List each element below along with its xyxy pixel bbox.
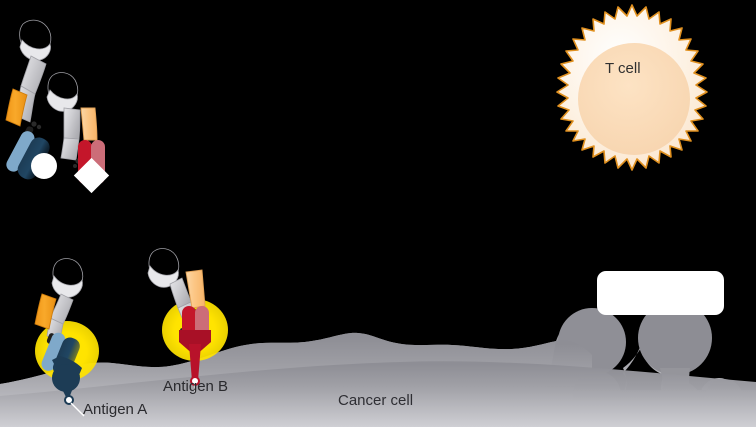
antigen-a-anchor-dot: [64, 395, 74, 405]
antibody-stem: [63, 107, 81, 140]
antigen-a-complex[interactable]: [34, 258, 99, 417]
cancer-cell-lower-wash: [0, 361, 756, 427]
antigen-b-anchor-dot: [190, 376, 200, 386]
antigen-b-receptor-base: [179, 330, 211, 356]
antibody-linker-orange: [5, 88, 28, 127]
antibody-linker-orange-light: [185, 269, 206, 309]
free-antibody-blue[interactable]: [4, 19, 57, 182]
antigen-a-receptor-light: [41, 332, 66, 371]
antibody-linker-orange-light: [80, 107, 98, 141]
antibody-hinge-dot-1: [31, 121, 37, 127]
t-cell: [556, 4, 708, 171]
antigen-a-leader-line: [70, 402, 85, 417]
antibody-hinge-dot-3: [73, 164, 77, 168]
payload-cap-circle: [31, 153, 57, 179]
cancer-cell: [0, 301, 756, 427]
antigen-b-complex[interactable]: [147, 248, 228, 392]
antibody-stem-lower: [60, 137, 80, 161]
antibody-head-cup: [46, 89, 78, 112]
antibody-linker-orange: [34, 293, 57, 330]
payload-cylinder-light: [6, 131, 35, 172]
cancer-cell-bleb-3: [638, 301, 712, 375]
t-cell-nucleus: [578, 43, 690, 155]
antibody-hinge-dot-2: [36, 124, 42, 130]
free-antibody-red[interactable]: [46, 72, 110, 194]
antigen-a-receptor-tip: [60, 385, 74, 401]
antibody-head-cup: [19, 39, 51, 61]
callout-box[interactable]: [597, 271, 724, 315]
payload-cap-diamond: [73, 157, 110, 194]
antibody-head-cup: [51, 275, 83, 298]
antigen-b-receptor-stalk: [189, 344, 201, 381]
